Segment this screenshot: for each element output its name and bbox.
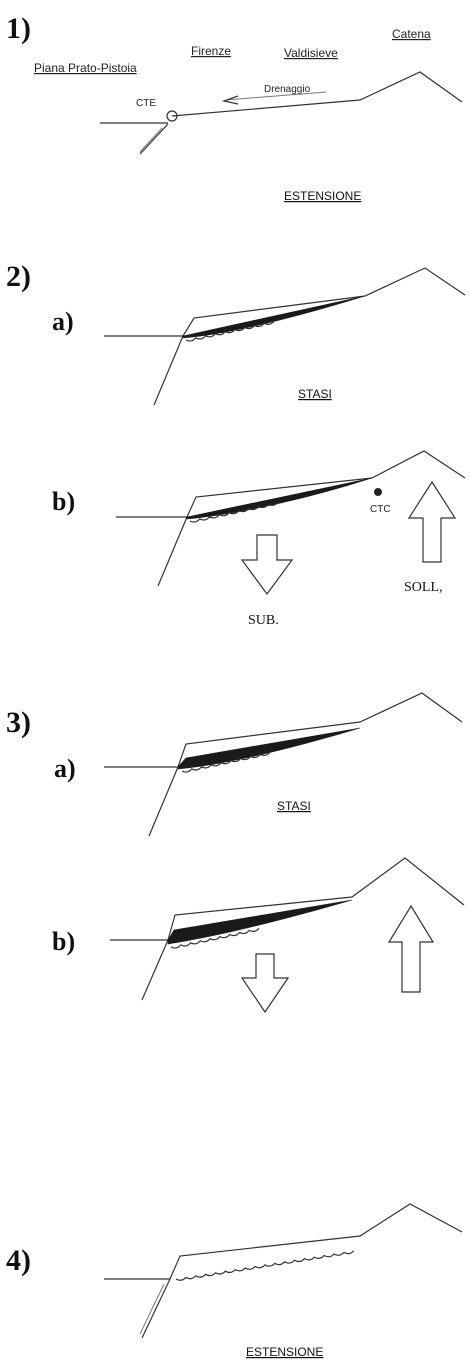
- panel-2b-sediment-wedge: [186, 477, 373, 520]
- panel-4-profile-line: [169, 1203, 463, 1280]
- panel-3a-label: a): [54, 754, 76, 783]
- ctc-marker: [374, 488, 382, 496]
- panel-3b-subsidence-arrow: [240, 953, 290, 1014]
- panel-1: 1) Piana Prato-Pistoia Firenze Valdisiev…: [6, 12, 463, 203]
- fault-line: [139, 123, 169, 155]
- panel-2b-label: b): [52, 487, 75, 516]
- caption-stasi-3a: STASI: [277, 799, 311, 813]
- label-piana-prato-pistoia: Piana Prato-Pistoia: [34, 61, 137, 75]
- subsidence-arrow: [240, 534, 294, 596]
- label-soll: SOLL,: [404, 580, 443, 595]
- panel-4-wavy-base: [175, 1250, 355, 1281]
- panel-3b-fault-line: [141, 939, 169, 1001]
- label-cte: CTE: [136, 98, 156, 109]
- panel-1-number: 1): [6, 12, 31, 45]
- fault-slip-arrow: [139, 127, 163, 153]
- panel-2: 2) a) STASI b) CTC SUB. SOLL,: [6, 260, 466, 628]
- panel-3b-label: b): [52, 927, 75, 956]
- panel-4-number: 4): [6, 1244, 31, 1277]
- panel-3-number: 3): [6, 706, 31, 739]
- panel-3a-profile-line: [177, 692, 463, 768]
- panel-2b-fault-line: [157, 516, 188, 587]
- label-catena: Catena: [392, 27, 431, 41]
- panel-3b-profile-line: [167, 857, 465, 941]
- label-firenze: Firenze: [191, 44, 231, 58]
- panel-3b-wavy-base: [170, 927, 260, 949]
- panel-2a-sediment-wedge: [182, 295, 366, 339]
- panel-3a-wavy-base: [181, 751, 271, 773]
- drainage-arrow-head: [221, 95, 239, 105]
- panel-4-fault-line: [141, 1278, 171, 1339]
- panel-3b-uplift-arrow: [387, 904, 435, 993]
- caption-estensione-4: ESTENSIONE: [246, 1345, 323, 1359]
- label-drenaggio: Drenaggio: [264, 84, 311, 95]
- panel-3a-sediment-wedge: [177, 727, 361, 770]
- panel-2-number: 2): [6, 260, 31, 293]
- panel-3: 3) a) STASI b): [6, 692, 465, 1014]
- panel-2b-wavy-base: [189, 501, 279, 523]
- panel-4-fault-slip-arrow: [139, 1283, 165, 1335]
- caption-stasi-2a: STASI: [298, 387, 332, 401]
- panel-2a-profile-line: [182, 267, 466, 337]
- uplift-arrow: [407, 480, 457, 563]
- caption-estensione-1: ESTENSIONE: [284, 189, 361, 203]
- panel-3b-sediment-wedge: [167, 899, 353, 945]
- label-valdisieve: Valdisieve: [284, 46, 338, 60]
- panel-4: 4) ESTENSIONE: [6, 1203, 463, 1359]
- panel-2a-label: a): [52, 307, 74, 336]
- topographic-profile-line: [171, 71, 463, 117]
- panel-2a-wavy-base: [185, 320, 275, 342]
- panel-2a-fault-line: [153, 335, 184, 406]
- label-sub: SUB.: [248, 613, 279, 628]
- label-ctc: CTC: [370, 504, 391, 515]
- drainage-line: [225, 91, 327, 101]
- panel-3a-fault-line: [148, 766, 179, 837]
